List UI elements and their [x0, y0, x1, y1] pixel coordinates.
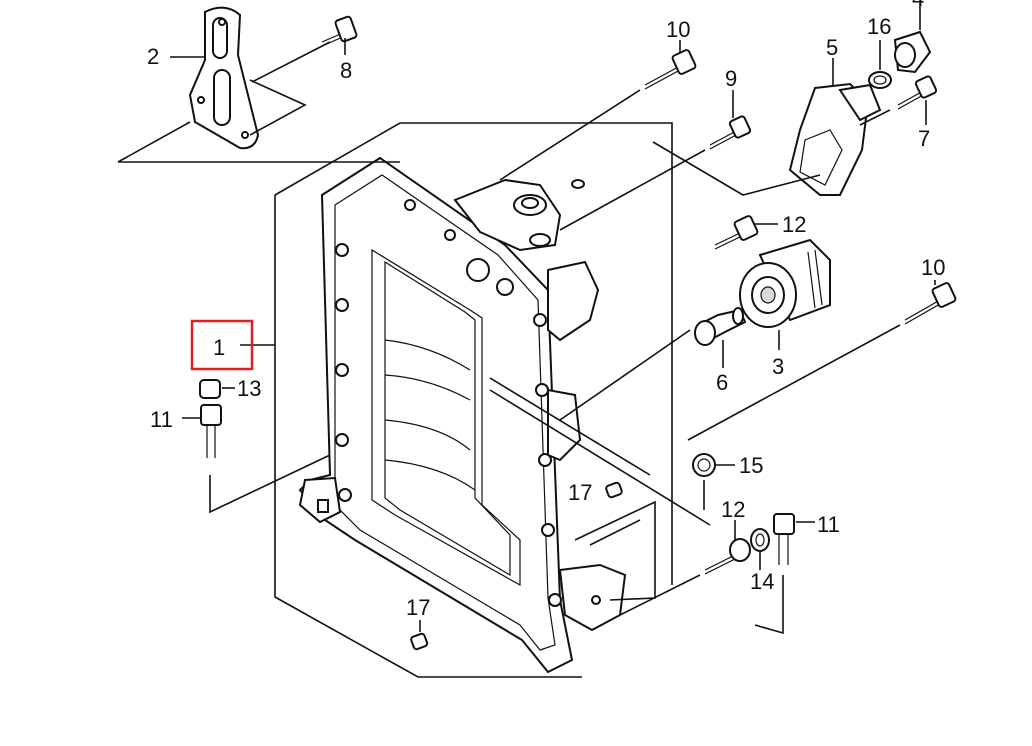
fitting-part-4[interactable]	[893, 0, 932, 74]
highlight-box-part-1	[190, 319, 254, 371]
washer-part-14[interactable]	[750, 528, 770, 570]
callout-15[interactable]: 15	[739, 453, 763, 478]
callout-2[interactable]: 2	[147, 44, 159, 69]
callout-16[interactable]: 16	[867, 14, 891, 39]
bolt-part-12-bottom[interactable]	[619, 520, 751, 616]
bolt-part-9[interactable]	[559, 90, 752, 231]
callout-1[interactable]: 1	[213, 335, 225, 360]
housing-part-5[interactable]	[652, 58, 882, 196]
bolt-part-12-top[interactable]	[714, 215, 778, 250]
bracket-part-2[interactable]	[117, 6, 400, 163]
bolt-part-10-top[interactable]	[499, 40, 697, 181]
callout-5[interactable]: 5	[826, 35, 838, 60]
bolt-part-11-right[interactable]	[754, 513, 815, 635]
assembly-outline	[240, 122, 673, 678]
dowel-part-17-bottom[interactable]	[410, 620, 429, 651]
callout-13[interactable]: 13	[237, 376, 261, 401]
bolt-part-11-left[interactable]	[182, 404, 331, 514]
callout-12-top[interactable]: 12	[782, 212, 806, 237]
callout-14[interactable]: 14	[750, 569, 774, 594]
oil-filter-part-3[interactable]	[739, 238, 831, 350]
callout-labels: 1 2 3 5 6 7 8 9 10 10 11 11 12 12 13 14 …	[147, 0, 945, 620]
nut-part-15[interactable]	[692, 453, 735, 510]
callout-3[interactable]: 3	[772, 354, 784, 379]
callout-4-top[interactable]: 4	[912, 0, 924, 11]
callout-6[interactable]: 6	[716, 370, 728, 395]
bolt-part-7[interactable]	[859, 75, 938, 126]
callout-9[interactable]: 9	[725, 66, 737, 91]
callout-10-right[interactable]: 10	[921, 255, 945, 280]
cap-part-13[interactable]	[199, 379, 235, 399]
cylinder-block[interactable]	[298, 156, 627, 674]
bolt-part-10-right[interactable]	[687, 280, 957, 441]
callout-12-bottom[interactable]: 12	[721, 497, 745, 522]
callout-8[interactable]: 8	[340, 58, 352, 83]
callout-17-bottom[interactable]: 17	[406, 595, 430, 620]
dowel-part-17-right[interactable]	[489, 377, 711, 526]
fitting-part-6[interactable]	[559, 307, 747, 421]
o-ring-part-16[interactable]	[868, 71, 892, 89]
callout-7[interactable]: 7	[918, 126, 930, 151]
callout-11-right[interactable]: 11	[817, 512, 840, 537]
callout-17-right[interactable]: 17	[568, 480, 592, 505]
callout-10-top[interactable]: 10	[666, 17, 690, 42]
callout-11-left[interactable]: 11	[150, 407, 173, 432]
bolt-part-8[interactable]	[251, 15, 358, 83]
